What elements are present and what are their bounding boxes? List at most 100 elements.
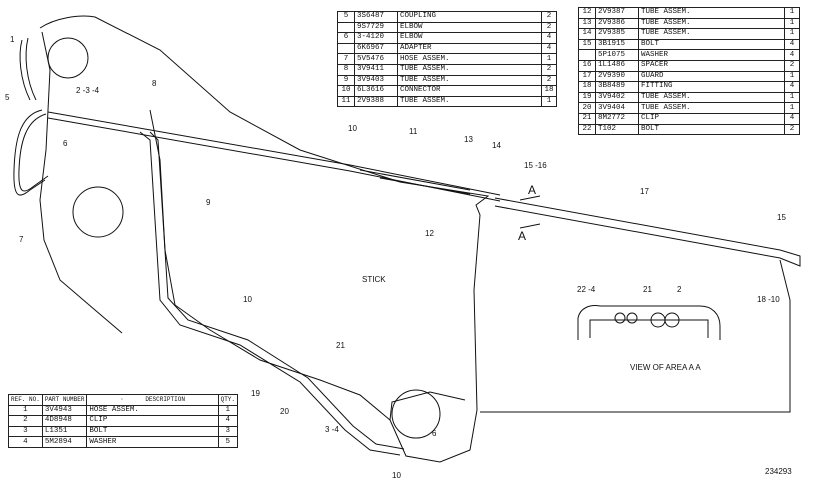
upper-bore — [47, 37, 89, 79]
view-aa-clip-4 — [664, 312, 680, 328]
ref-cell: 14 — [578, 28, 596, 40]
part-number-cell: 3V4943 — [41, 404, 88, 417]
hose-7b — [18, 113, 49, 192]
ref-cell: 7 — [337, 53, 355, 65]
drawing-number: 234293 — [765, 467, 792, 476]
callout-11: 11 — [409, 127, 418, 136]
description-cell: SPACER — [638, 59, 785, 72]
quantity-cell: 1 — [784, 28, 800, 40]
part-number-cell: L1351 — [41, 425, 88, 438]
stick-right-rail — [480, 259, 791, 413]
callout-10a: 10 — [348, 124, 357, 133]
quantity-cell: 18 — [541, 85, 557, 97]
callout-12: 12 — [425, 229, 434, 238]
description-cell: HOSE ASSEM. — [397, 53, 542, 65]
quantity-cell: 1 — [541, 95, 557, 108]
hose-7 — [13, 109, 46, 196]
ref-cell: 18 — [578, 81, 596, 93]
section-mark-a-upper: A — [528, 183, 536, 197]
callout-9: 9 — [206, 198, 211, 207]
parts-table-bottom-left: REF. NO. PART NUMBER · DESCRIPTION QTY. … — [8, 394, 239, 448]
callout-1: 1 — [10, 35, 15, 44]
description-cell: FITTING — [638, 81, 785, 93]
description-cell: ADAPTER — [397, 42, 542, 55]
callout-6: 6 — [63, 139, 68, 148]
callout-21b: 21 — [336, 341, 345, 350]
part-number-cell: 2V9390 — [595, 70, 639, 83]
quantity-cell: 2 — [541, 11, 557, 23]
description-cell: BOLT — [638, 38, 785, 51]
header-part-number: PART NUMBER — [41, 394, 88, 406]
part-number-cell: 9S7729 — [354, 21, 398, 34]
description-cell: TUBE ASSEM. — [638, 17, 785, 30]
ref-cell: 11 — [337, 95, 355, 108]
tube-13 — [359, 169, 471, 191]
view-aa-clip-2 — [626, 312, 638, 324]
part-number-cell: 2V9388 — [354, 95, 398, 108]
tube-9 — [139, 131, 401, 456]
ref-cell — [578, 49, 596, 61]
description-cell: TUBE ASSEM. — [638, 28, 785, 40]
quantity-cell: 1 — [784, 17, 800, 30]
description-cell: CONNECTOR — [397, 85, 542, 97]
description-cell: TUBE ASSEM. — [397, 63, 542, 76]
ref-cell: 2 — [8, 415, 43, 427]
quantity-cell: 1 — [784, 7, 800, 19]
header-qty: QTY. — [217, 394, 239, 406]
description-cell: ELBOW — [397, 21, 542, 34]
description-cell: WASHER — [86, 436, 219, 448]
part-number-cell: 2V9386 — [595, 17, 639, 30]
quantity-cell: 1 — [217, 404, 239, 417]
ref-cell: 15 — [578, 38, 596, 51]
mid-bore — [72, 186, 124, 238]
description-cell: CLIP — [86, 415, 219, 427]
quantity-cell: 1 — [784, 91, 800, 104]
part-number-cell: 3-4120 — [354, 32, 398, 44]
callout-7: 7 — [19, 235, 24, 244]
description-cell: CLIP — [638, 112, 785, 125]
tube-8b — [47, 117, 501, 202]
description-cell: WASHER — [638, 49, 785, 61]
description-cell: TUBE ASSEM. — [638, 91, 785, 104]
ref-cell: 20 — [578, 102, 596, 114]
part-number-cell: 6K6967 — [354, 42, 398, 55]
ref-cell: 13 — [578, 17, 596, 30]
ref-cell: 5 — [337, 11, 355, 23]
section-mark-upper — [519, 195, 541, 201]
callout-13: 13 — [464, 135, 473, 144]
description-cell: TUBE ASSEM. — [397, 95, 542, 108]
part-number-cell: 2V9387 — [595, 7, 639, 19]
stick-outline — [39, 15, 490, 463]
view-aa-inner — [589, 319, 709, 338]
quantity-cell: 4 — [784, 112, 800, 125]
quantity-cell: 1 — [784, 70, 800, 83]
section-mark-lower — [519, 223, 541, 229]
part-number-cell: 3B1915 — [595, 38, 639, 51]
part-number-cell: 3S6487 — [354, 11, 398, 23]
part-number-cell: 5V5476 — [354, 53, 398, 65]
quantity-cell: 4 — [784, 38, 800, 51]
view-caption: VIEW OF AREA A A — [630, 363, 701, 372]
part-number-cell: 3V9404 — [595, 102, 639, 114]
ref-cell: 12 — [578, 7, 596, 19]
description-cell: TUBE ASSEM. — [638, 102, 785, 114]
callout-15: 15 — [777, 213, 786, 222]
header-ref-no: REF. NO. — [8, 394, 43, 406]
part-number-cell: 8M2772 — [595, 112, 639, 125]
quantity-cell: 2 — [541, 63, 557, 76]
description-cell: GUARD — [638, 70, 785, 83]
callout-5: 5 — [5, 93, 10, 102]
ref-cell: 17 — [578, 70, 596, 83]
callout-3-4: 3 -4 — [325, 425, 339, 434]
description-cell: HOSE ASSEM. — [86, 404, 219, 417]
